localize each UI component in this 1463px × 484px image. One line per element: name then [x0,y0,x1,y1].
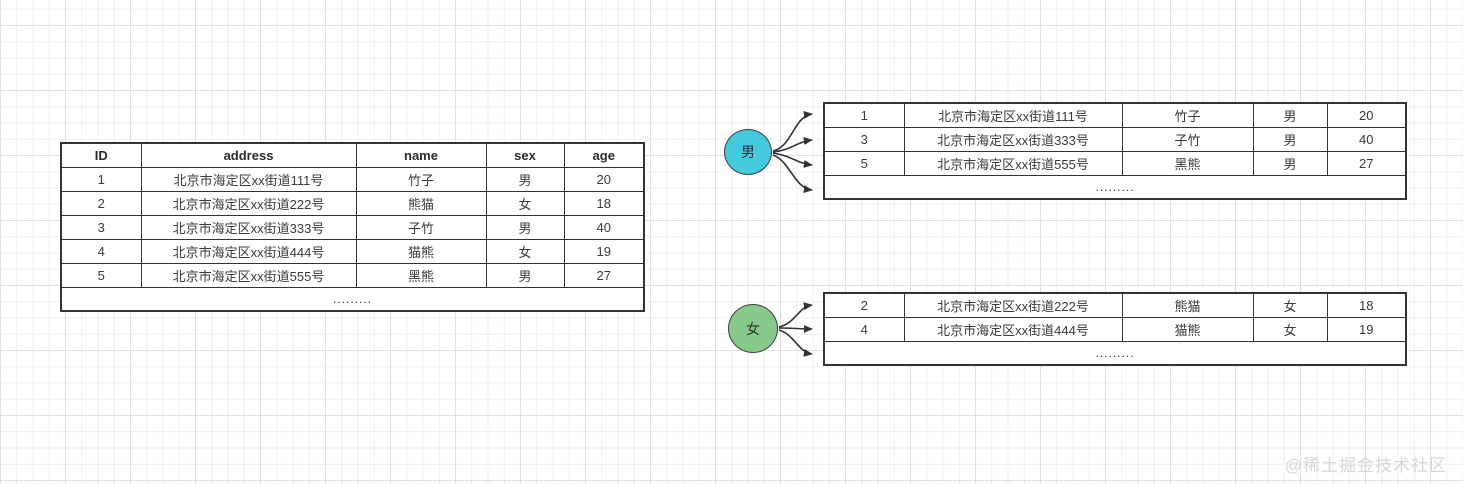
ellipsis-cell: ......... [823,174,1407,200]
table-cell: 4 [60,238,142,264]
table-cell: 男 [485,166,565,192]
arrow-female-row2 [778,324,813,333]
table-cell: 3 [823,126,905,152]
female-group-node: 女 [728,304,778,353]
ellipsis-row: ......... [823,340,1407,366]
table-cell: 北京市海定区xx街道333号 [903,126,1123,152]
column-header: age [563,142,645,168]
table-cell: 熊猫 [355,190,487,216]
table-cell: 男 [1252,150,1328,176]
table-cell: 北京市海定区xx街道555号 [140,262,357,288]
table-cell: 猫熊 [355,238,487,264]
male-group-node: 男 [724,129,772,175]
arrow-male-row3 [772,152,813,168]
table-cell: 2 [823,292,905,318]
ellipsis-cell: ......... [60,286,645,312]
table-cell: 北京市海定区xx街道222号 [140,190,357,216]
table-cell: 27 [1326,150,1407,176]
arrow-male-row2 [772,137,813,153]
table-cell: 北京市海定区xx街道555号 [903,150,1123,176]
table-cell: 女 [485,238,565,264]
watermark: @稀土掘金技术社区 [1284,456,1447,475]
table-cell: 男 [485,262,565,288]
table-cell: 1 [823,102,905,128]
table-cell: 竹子 [355,166,487,192]
column-header: name [355,142,487,168]
table-cell: 3 [60,214,142,240]
table-cell: 1 [60,166,142,192]
table-cell: 黑熊 [1121,150,1254,176]
table-cell: 2 [60,190,142,216]
table-cell: 40 [1326,126,1407,152]
arrow-female-ellipsis [778,329,813,357]
table-cell: 猫熊 [1121,316,1254,342]
column-header: ID [60,142,142,168]
arrow-male-row1 [772,110,813,152]
table-cell: 北京市海定区xx街道222号 [903,292,1123,318]
table-cell: 40 [563,214,645,240]
table-cell: 男 [1252,126,1328,152]
table-cell: 18 [563,190,645,216]
column-header: address [140,142,357,168]
table-cell: 19 [563,238,645,264]
table-cell: 18 [1326,292,1407,318]
table-cell: 北京市海定区xx街道111号 [903,102,1123,128]
female-node-label: 女 [746,320,760,337]
table-cell: 北京市海定区xx街道444号 [140,238,357,264]
ellipsis-row: ......... [60,286,645,312]
ellipsis-cell: ......... [823,340,1407,366]
table-cell: 黑熊 [355,262,487,288]
arrow-female-row1 [778,302,813,328]
column-header: sex [485,142,565,168]
table-cell: 20 [563,166,645,192]
table-cell: 北京市海定区xx街道333号 [140,214,357,240]
table-cell: 4 [823,316,905,342]
table-cell: 女 [485,190,565,216]
table-cell: 北京市海定区xx街道444号 [903,316,1123,342]
table-cell: 熊猫 [1121,292,1254,318]
table-cell: 北京市海定区xx街道111号 [140,166,357,192]
table-cell: 男 [1252,102,1328,128]
ellipsis-row: ......... [823,174,1407,200]
table-cell: 27 [563,262,645,288]
table-cell: 子竹 [1121,126,1254,152]
table-cell: 5 [60,262,142,288]
table-cell: 竹子 [1121,102,1254,128]
table-cell: 5 [823,150,905,176]
male-node-label: 男 [741,144,755,160]
table-cell: 19 [1326,316,1407,342]
table-cell: 女 [1252,292,1328,318]
table-cell: 20 [1326,102,1407,128]
arrow-male-ellipsis [772,154,813,194]
table-cell: 子竹 [355,214,487,240]
table-cell: 男 [485,214,565,240]
table-cell: 女 [1252,316,1328,342]
